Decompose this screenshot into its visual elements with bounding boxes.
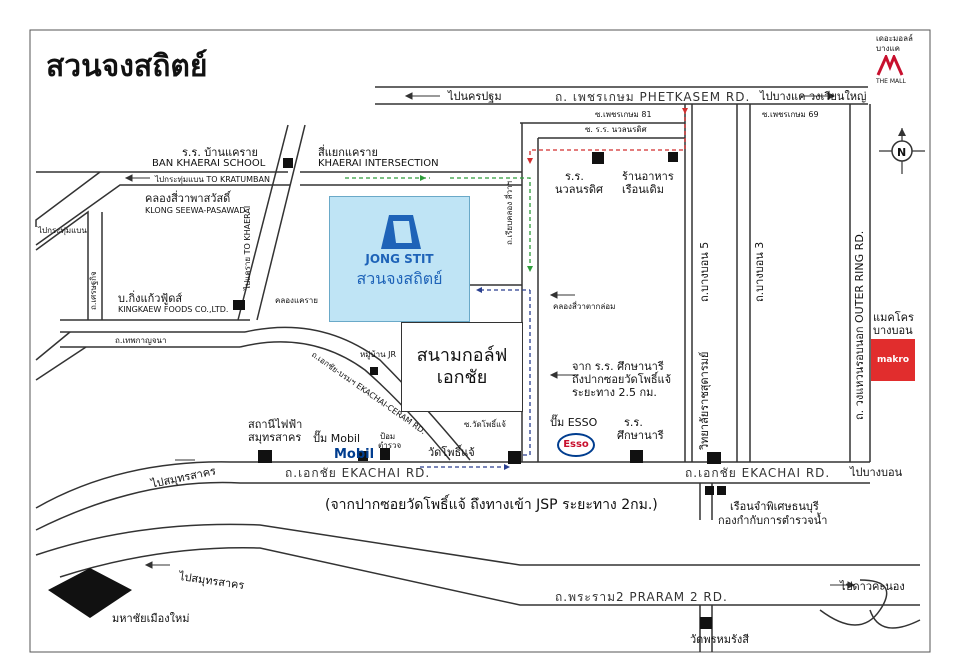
to-bangbon-label: ไปบางบอน: [850, 466, 903, 479]
nuanrat-school-2: นวลนรดิศ: [555, 183, 603, 196]
village-jr: หมู่บ้าน JR: [360, 350, 397, 359]
mall-label-1: เดอะมอลล์: [876, 34, 913, 43]
map-title: สวนจงสถิตย์: [46, 49, 208, 84]
ekachai-road-label: ถ.เอกชัย EKACHAI RD.: [285, 466, 431, 480]
the-mall-logo-icon: [876, 55, 904, 76]
north-compass-icon: [879, 128, 925, 174]
to-khaerai-label: ไปแคราย TO KHAERAI: [243, 205, 252, 290]
mahachai-label: มหาชัยเมืองใหม่: [112, 612, 190, 625]
prison-label-2: กองกำกับการตำรวจน้ำ: [718, 514, 828, 527]
police-box-2: ตำรวจ: [378, 441, 402, 450]
golf-course: สนามกอล์ฟ เอกชัย: [401, 322, 523, 412]
jong-stit-name: สวนจงสถิตย์: [356, 269, 443, 288]
bangbon5-road-label: ถ.บางบอน 5: [698, 241, 711, 302]
arrow-marks: [124, 92, 856, 589]
khaerai-intersection-en: KHAERAI INTERSECTION: [318, 158, 439, 169]
police-box-1: ป้อม: [380, 432, 396, 441]
thepkanchana-road-label: ถ.เทพกาญจนา: [115, 336, 167, 345]
makro-label-2: บางบอน: [873, 324, 913, 337]
from-school-1: จาก ร.ร. ศึกษานารี: [572, 360, 664, 373]
mall-label-2: บางแค: [876, 44, 900, 53]
klong-seewa-en: KLONG SEEWA-PASAWAD: [145, 206, 246, 215]
phetkasem69-label: ซ.เพชรเกษม 69: [762, 110, 819, 119]
power-station-1: สถานีไฟฟ้า: [248, 418, 303, 431]
mall-logo-text: THE MALL: [876, 78, 906, 85]
makro-logo: makro: [871, 339, 915, 381]
witthayalai-label: วิทยาลัยราชสุดารมย์: [698, 351, 711, 450]
golf-line2: เอกชัย: [436, 367, 488, 388]
setthakit-road-label: ถ.เศรษฐกิจ: [89, 271, 98, 310]
mobil-logo: Mobil: [334, 447, 375, 462]
landmark-markers: [48, 152, 726, 629]
to-kratumban-en-label: ไปกระทุ่มแบน TO KRATUMBAN: [155, 175, 270, 184]
outer-ring-road-label: ถ. วงแหวนรอบนอก OUTER RING RD.: [853, 230, 866, 420]
to-krathumbaen-label: ไปกระทุ่มแบน: [38, 226, 87, 235]
restaurant-2: เรือนเดิม: [622, 183, 664, 196]
jong-stit-logo-icon: [381, 215, 421, 249]
ban-khaerai-school-en: BAN KHAERAI SCHOOL: [152, 158, 266, 169]
phetkasem-road-label: ถ. เพชรเกษม PHETKASEM RD.: [555, 90, 751, 104]
rama2-road-label: ถ.พระราม2 PRARAM 2 RD.: [555, 590, 728, 604]
khaerai-intersection-th: สี่แยกแคราย: [318, 146, 378, 159]
esso-logo: Esso: [557, 433, 595, 457]
distance-note: (จากปากซอยวัดโพธิ์แจ้ ถึงทางเข้า JSP ระย…: [325, 497, 658, 513]
suksanari-2: ศึกษานารี: [617, 429, 664, 442]
kingkaew-th: บ.กิ่งแก้วฟู้ดส์: [118, 292, 183, 305]
ekachai-road-label-right: ถ.เอกชัย EKACHAI RD.: [685, 466, 831, 480]
wat-phrom-label: วัดพรหมรังสี: [690, 633, 749, 646]
to-bangkhae-label: ไปบางแค วงเวียนใหญ่: [760, 90, 867, 103]
klong-seewa-th: คลองสี่วาพาสวัสดิ์: [145, 192, 231, 205]
jong-stit-brand: JONG STIT: [365, 252, 434, 266]
to-nakhon-pathom-label: ไปนครปฐม: [448, 90, 502, 103]
suksanari-1: ร.ร.: [624, 416, 643, 429]
prison-label-1: เรือนจำพิเศษธนบุรี: [730, 500, 819, 513]
khlong-khaerai-label: คลองแคราย: [275, 296, 318, 305]
road-lines: [29, 29, 931, 653]
soi-wat-pho-chae-label: ซ.วัดโพธิ์แจ้: [464, 420, 506, 429]
nuanrat-school-1: ร.ร.: [565, 170, 584, 183]
riab-khlong-label: ถ.เรียบคลอง สี่วาฯ: [505, 180, 514, 245]
bangbon3-road-label: ถ.บางบอน 3: [753, 241, 766, 302]
soi-nuanrat-label: ซ. ร.ร. นวลนรดิศ: [585, 125, 647, 134]
khlong-si-wa-label: คลองสี่วาตากล่อม: [553, 302, 616, 311]
to-dao-khanong-label: ไปดาวคะนอง: [840, 580, 905, 593]
esso-pump-label: ปั๊ม ESSO: [550, 416, 598, 429]
compass-north-label: N: [897, 146, 907, 159]
wat-pho-chae-label: วัดโพธิ์แจ้: [428, 446, 475, 459]
route-lines: [345, 110, 686, 468]
power-station-2: สมุทรสาคร: [248, 431, 302, 444]
from-school-2: ถึงปากซอยวัดโพธิ์แจ้: [572, 373, 672, 386]
jong-stit-location: JONG STIT สวนจงสถิตย์: [329, 196, 470, 322]
ban-khaerai-school-th: ร.ร. บ้านแคราย: [182, 146, 258, 159]
kingkaew-en: KINGKAEW FOODS CO.,LTD.: [118, 305, 229, 314]
makro-label-1: แมคโคร: [873, 311, 914, 324]
golf-line1: สนามกอล์ฟ: [416, 345, 508, 366]
restaurant-1: ร้านอาหาร: [622, 170, 674, 183]
from-school-3: ระยะทาง 2.5 กม.: [572, 386, 657, 399]
mobil-pump-label: ปั๊ม Mobil: [313, 432, 361, 445]
phetkasem81-label: ซ.เพชรเกษม 81: [595, 110, 652, 119]
